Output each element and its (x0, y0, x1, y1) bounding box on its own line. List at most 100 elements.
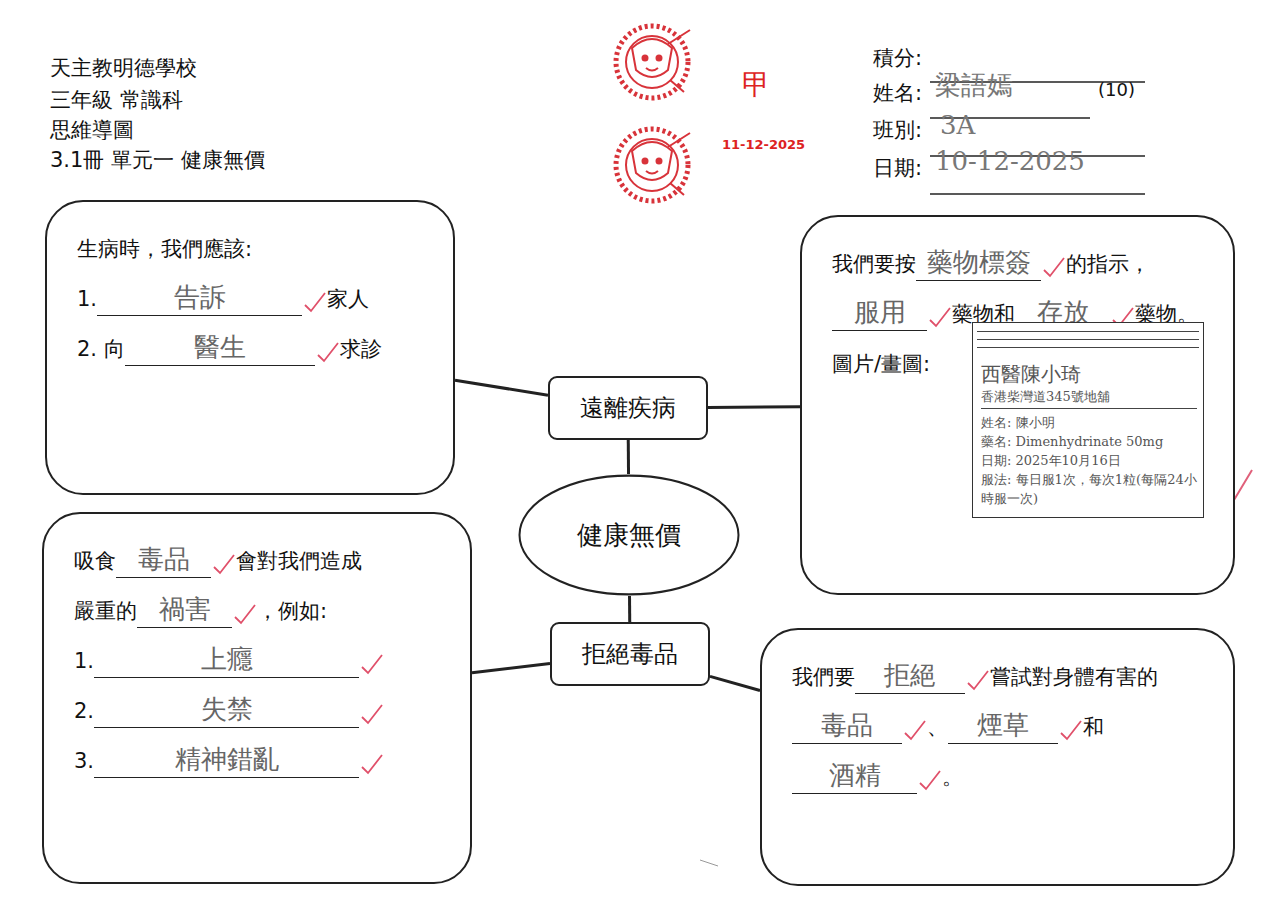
branch-title: 拒絕毒品 (582, 638, 678, 670)
form-text: 甲 (742, 66, 770, 104)
check-mark (1059, 719, 1083, 741)
teacher-stamp (616, 129, 690, 201)
printed-text: 圖片/畫圖: (832, 352, 930, 376)
text-line: 毒品、煙草和 (792, 702, 1207, 752)
text-line: 酒精 。 (792, 752, 1207, 802)
ruled-line (977, 331, 1199, 332)
topic-box: 生病時，我們應該: 1.告訴 家人 2. 向醫生 求診 (45, 200, 455, 495)
printed-text: 的指示， (1066, 252, 1150, 276)
check-mark (316, 341, 340, 363)
ruled-line (977, 339, 1199, 340)
handwritten-answer: 上癮 (94, 641, 359, 678)
printed-text: 。 (942, 765, 963, 789)
form-text: 班別: (873, 116, 922, 144)
branch-box: 遠離疾病 (548, 376, 708, 440)
connector-line (455, 380, 548, 395)
handwritten-answer: 失禁 (94, 691, 359, 728)
check-mark (360, 703, 384, 725)
printed-text: 、 (927, 715, 948, 739)
central-topic: 健康無價 (577, 518, 681, 553)
printed-text: 生病時，我們應該: (77, 237, 252, 261)
topic-box: 我們要按藥物標簽的指示，服用藥物和存放藥物。圖片/畫圖:西醫陳小琦香港柴灣道34… (800, 215, 1235, 595)
check-mark (903, 719, 927, 741)
printed-text: 嘗試對身體有害的 (990, 665, 1158, 689)
printed-text: 2. 向 (77, 337, 125, 361)
handwritten-answer: 精神錯亂 (94, 741, 359, 778)
label-text: 姓名: 陳小明 (981, 413, 1197, 432)
topic-box: 我們要拒絕嘗試對身體有害的毒品、煙草和酒精。 (760, 628, 1235, 886)
check-mark (360, 753, 384, 775)
header-text: 3.1冊 單元一 健康無價 (50, 146, 265, 174)
handwritten-answer: 毒品 (792, 707, 902, 744)
printed-text: 嚴重的 (74, 599, 137, 623)
connector-line (628, 440, 629, 474)
handwritten-entry: 3A (940, 110, 975, 140)
handwritten-answer: 酒精 (792, 757, 917, 794)
teacher-stamp (616, 26, 690, 98)
text-line: 生病時，我們應該: (77, 224, 427, 274)
text-line: 我們要拒絕 嘗試對身體有害的 (792, 652, 1207, 702)
printed-text: 吸食 (74, 549, 116, 573)
branch-title: 遠離疾病 (580, 392, 676, 424)
handwritten-entry: 梁語嫣 (935, 68, 1013, 103)
connector-line (708, 406, 800, 408)
printed-text: 1. (74, 649, 94, 673)
topic-box: 吸食毒品會對我們造成嚴重的禍害，例如:1.上癮2.失禁3.精神錯亂 (42, 512, 472, 884)
connector-line (472, 663, 550, 672)
text-line: 吸食毒品 會對我們造成 (74, 536, 444, 586)
text-line: 1.告訴 家人 (77, 274, 427, 324)
label-text: 日期: 2025年10月16日 (981, 451, 1197, 470)
form-text: (10) (1098, 79, 1135, 100)
handwritten-entry: 10-12-2025 (935, 146, 1085, 176)
connector-line (629, 596, 630, 622)
check-mark (966, 669, 990, 691)
check-mark (233, 603, 257, 625)
header-text: 思維導圖 (50, 116, 134, 144)
printed-text: ，例如: (257, 599, 327, 623)
handwritten-answer: 毒品 (116, 541, 211, 578)
header-text: 天主教明德學校 (50, 54, 197, 82)
central-ellipse: 健康無價 (518, 474, 740, 596)
printed-text: 1. (77, 287, 97, 311)
check-mark (212, 553, 236, 575)
medicine-label-drawing: 西醫陳小琦香港柴灣道345號地舖姓名: 陳小明藥名: Dimenhydrinat… (972, 322, 1204, 518)
form-text: 11-12-2025 (722, 137, 805, 152)
branch-box: 拒絕毒品 (550, 622, 710, 686)
label-text: 服法: 每日服1次，每次1粒(每隔24小時服一次) (981, 470, 1197, 508)
connector-line (710, 676, 760, 690)
handwritten-answer: 醫生 (125, 329, 315, 366)
label-text: 香港柴灣道345號地舖 (981, 387, 1197, 409)
printed-text: 會對我們造成 (236, 549, 362, 573)
printed-text: 2. (74, 699, 94, 723)
form-text: 積分: (873, 44, 922, 72)
printed-text: 我們要 (792, 665, 855, 689)
check-mark (928, 306, 952, 328)
text-line: 1.上癮 (74, 636, 444, 686)
check-mark (1042, 256, 1066, 278)
check-mark (360, 653, 384, 675)
handwritten-answer: 服用 (832, 294, 927, 331)
form-text: 姓名: (873, 79, 922, 107)
printed-text: 我們要按 (832, 252, 916, 276)
ruled-line (977, 347, 1199, 348)
printed-text: 和 (1083, 715, 1104, 739)
text-line: 嚴重的禍害 ，例如: (74, 586, 444, 636)
printed-text: 家人 (327, 287, 369, 311)
text-line: 我們要按藥物標簽 的指示， (832, 239, 1207, 289)
label-text: 藥名: Dimenhydrinate 50mg (981, 432, 1197, 451)
check-mark (918, 769, 942, 791)
text-line: 3.精神錯亂 (74, 736, 444, 786)
check-mark (303, 291, 327, 313)
handwritten-answer: 禍害 (137, 591, 232, 628)
handwritten-answer: 拒絕 (855, 657, 965, 694)
text-line: 2.失禁 (74, 686, 444, 736)
form-text: 日期: (873, 154, 922, 182)
handwritten-answer: 告訴 (97, 279, 302, 316)
printed-text: 3. (74, 749, 94, 773)
handwritten-answer: 藥物標簽 (916, 244, 1041, 281)
pen-mark (700, 860, 718, 866)
text-line: 2. 向醫生 求診 (77, 324, 427, 374)
printed-text: 求診 (340, 337, 382, 361)
label-text: 西醫陳小琦 (981, 361, 1197, 387)
header-text: 三年級 常識科 (50, 86, 183, 114)
